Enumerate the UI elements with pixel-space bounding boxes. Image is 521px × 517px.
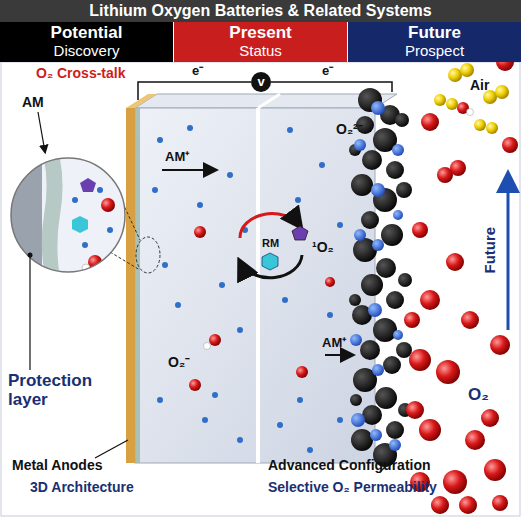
header-heading: Future (408, 24, 461, 43)
header-box: PresentStatus (174, 22, 347, 62)
zoom-spot (136, 237, 160, 273)
zoom-line (110, 252, 140, 270)
ion-label: AM⁺ (165, 150, 189, 164)
header-subheading: Prospect (405, 43, 464, 60)
cell-top (135, 94, 397, 108)
leader (38, 112, 45, 152)
ions (152, 125, 343, 453)
part-name: Protection layer (8, 372, 118, 409)
zoom-view (0, 150, 140, 290)
cathode (349, 88, 412, 467)
ion-arrow (162, 169, 215, 171)
panel (1, 62, 520, 516)
meter-symbol: v (257, 75, 264, 89)
ion-arrow (325, 354, 352, 356)
air-molecules (421, 53, 518, 153)
cell-front (135, 108, 375, 463)
header-box: FutureProspect (348, 22, 521, 62)
zoom-circle (11, 158, 125, 272)
anode (126, 108, 135, 463)
separator (256, 108, 260, 463)
rm-pentagon (292, 226, 308, 240)
oxygen-spheres (189, 226, 335, 391)
part-name: Advanced Configuration (268, 458, 431, 473)
part-name: Selective O₂ Permeability (268, 480, 437, 495)
anode-top (126, 94, 157, 108)
part-name: 3D Architecture (30, 480, 134, 495)
separator-top (258, 94, 280, 108)
direction-label: Future (482, 227, 499, 274)
header-subheading: Status (239, 43, 282, 60)
species-label: O₂²⁻ (336, 122, 363, 137)
species-label: O₂⁻ (168, 355, 190, 370)
leader (95, 440, 128, 458)
leader-dot (28, 253, 33, 258)
rm-cycle (240, 214, 302, 278)
header-box: PotentialDiscovery (0, 22, 173, 62)
part-name: AM (22, 95, 44, 110)
protection-layer (135, 108, 140, 463)
future-arrow (507, 178, 510, 330)
species-label: RM (262, 237, 279, 249)
part-name: Air (470, 78, 489, 93)
rm-hexagon (262, 253, 278, 270)
electron-label: e⁻ (322, 64, 333, 78)
leader (29, 255, 30, 370)
ion-label: AM⁺ (322, 336, 346, 350)
title-bar: Lithium Oxygen Batteries & Related Syste… (0, 0, 521, 22)
header-heading: Present (229, 24, 291, 43)
part-name: Metal Anodes (12, 458, 103, 473)
callout-text: O₂ Cross-talk (36, 66, 125, 81)
voltmeter-circle: v (251, 72, 271, 92)
electron-label: e⁻ (192, 64, 203, 78)
species-label: ¹O₂ (312, 240, 334, 255)
header-subheading: Discovery (54, 43, 120, 60)
species-label: O₂ (468, 386, 489, 405)
header-heading: Potential (51, 24, 123, 43)
